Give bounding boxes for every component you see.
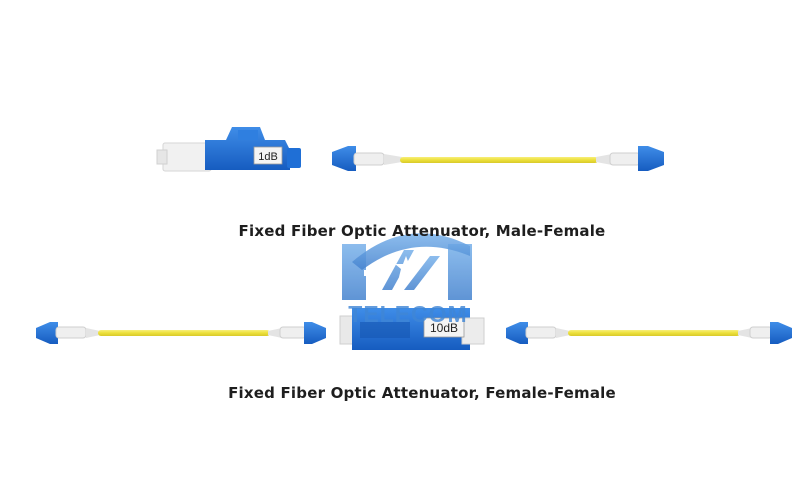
patch-cable-row2-right [506,322,792,344]
caption-female-female: Fixed Fiber Optic Attenuator, Female-Fem… [228,384,616,402]
patch-cable-row1 [332,146,664,171]
patch-cable-row2-left [36,322,326,344]
caption-male-female: Fixed Fiber Optic Attenuator, Male-Femal… [238,222,606,240]
attenuator-male-female: 1dB [156,127,301,172]
attenuator-1db-label: 1dB [258,151,278,163]
attenuator-10db-label: 10dB [430,321,458,335]
telecom-watermark: TELECOM [342,233,472,327]
watermark-text: TELECOM [348,301,467,327]
attenuator-female-female: 10dB [339,308,485,350]
star-logo-icon [395,256,417,277]
